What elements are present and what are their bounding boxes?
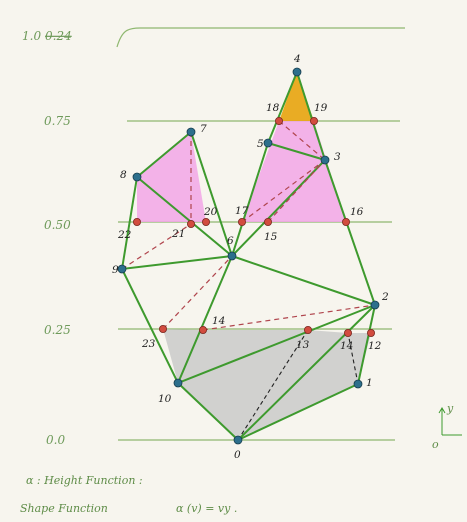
label-4: 4: [293, 53, 301, 65]
edge-7-8: [136, 131, 192, 178]
level-label-025: 0.25: [44, 323, 71, 337]
label-13: 13: [296, 339, 310, 351]
level-label-075: 0.75: [44, 114, 71, 128]
edge-0-2: [237, 304, 376, 441]
edge-4-5: [267, 71, 298, 144]
label-6: 6: [227, 235, 234, 247]
point-17: [237, 217, 246, 226]
level-label-1: 1.0: [22, 29, 41, 43]
label-12: 12: [368, 340, 382, 352]
pink-region-left: [137, 132, 206, 222]
level-label-top-scribble: 0.24: [45, 29, 72, 43]
point-19: [309, 117, 318, 126]
label-2: 2: [381, 291, 389, 303]
edge-5-6: [231, 142, 269, 257]
vertex-8: [132, 172, 142, 182]
edge-8-6: [136, 176, 233, 257]
level-label-000: 0.0: [46, 433, 65, 447]
label-9: 9: [112, 264, 119, 276]
vertex-1: [353, 379, 363, 389]
edge-8-9: [121, 176, 138, 270]
point-16: [341, 217, 350, 226]
vertex-points: [117, 67, 380, 445]
label-17: 17: [235, 205, 249, 217]
vertex-7: [186, 127, 196, 137]
point-12: [366, 328, 375, 337]
edge-1-2: [357, 304, 376, 385]
label-3: 3: [334, 151, 341, 163]
label-23: 23: [141, 338, 156, 350]
point-13: [303, 325, 312, 334]
caption-line-2-right: α (v) = vy .: [176, 502, 237, 515]
dashed-23-6: [162, 255, 233, 330]
edge-6-10: [177, 255, 233, 384]
edge-9-10: [121, 268, 179, 384]
node-labels: 0 1 2 3 4 5 6 7 8 9 10 12 13 14 14 15 16…: [112, 53, 389, 461]
filled-regions: [137, 72, 371, 440]
label-19: 19: [314, 102, 328, 114]
vertex-9: [117, 264, 127, 274]
point-14-right: [343, 328, 352, 337]
label-10: 10: [158, 393, 172, 405]
dashed-14-2: [202, 304, 376, 331]
edge-6-3: [231, 159, 326, 257]
point-23: [158, 324, 167, 333]
point-14-left: [198, 325, 207, 334]
label-18: 18: [266, 102, 280, 114]
axis-y-arrow-icon: [438, 407, 446, 414]
edge-9-6: [121, 255, 233, 270]
vertex-6: [227, 251, 237, 261]
intersection-points: [132, 117, 375, 337]
label-20: 20: [203, 206, 218, 218]
edge-2-3: [324, 159, 376, 306]
edge-3-4: [296, 71, 326, 161]
point-22: [132, 217, 141, 226]
edge-6-2: [231, 255, 376, 306]
dashed-9-21: [121, 223, 192, 270]
label-15: 15: [264, 231, 278, 243]
point-21: [186, 219, 195, 228]
orange-cap-region: [279, 72, 314, 121]
vertex-2: [370, 300, 380, 310]
label-5: 5: [257, 138, 264, 150]
pink-region-right: [242, 121, 346, 222]
point-18: [274, 117, 283, 126]
edge-10-0: [177, 382, 239, 441]
point-15: [263, 217, 272, 226]
vertex-5: [263, 138, 273, 148]
label-7: 7: [200, 123, 207, 135]
edge-6-7: [190, 131, 233, 257]
vertex-4: [292, 67, 302, 77]
edge-10-2: [177, 304, 376, 384]
dashed-construction-lines: [121, 120, 376, 331]
dashed-0-13: [237, 329, 309, 441]
label-0: 0: [234, 449, 241, 461]
point-20: [201, 217, 210, 226]
level-label-050: 0.50: [44, 218, 71, 232]
label-16: 16: [350, 206, 364, 218]
dashed-gray-lines: [237, 329, 359, 441]
caption-line-1: α : Height Function :: [26, 474, 143, 487]
axis-indicator: [438, 407, 462, 436]
triangulation-edges: [121, 71, 376, 441]
gray-region: [163, 329, 371, 440]
dashed-1-14: [347, 332, 359, 385]
vertex-0: [233, 435, 243, 445]
label-1: 1: [366, 377, 373, 389]
label-8: 8: [120, 169, 127, 181]
dashed-18-3: [278, 120, 326, 161]
caption-line-2-left: Shape Function: [20, 502, 108, 515]
level-line-top: [116, 27, 405, 48]
axis-y-label: y: [446, 402, 454, 415]
label-21: 21: [171, 228, 185, 240]
label-14-right: 14: [340, 340, 353, 352]
label-22: 22: [117, 229, 132, 241]
edge-5-3: [267, 142, 326, 161]
axis-origin-label: o: [432, 438, 439, 451]
label-14-left: 14: [212, 315, 225, 327]
edge-0-1: [237, 383, 359, 441]
vertex-10: [173, 378, 183, 388]
vertex-3: [320, 155, 330, 165]
